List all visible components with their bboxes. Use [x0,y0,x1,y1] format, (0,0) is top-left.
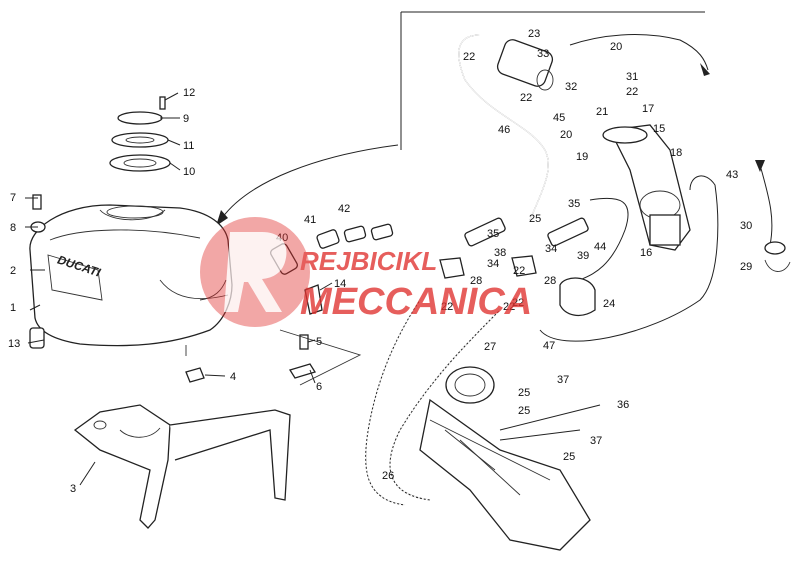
bracket-part [185,367,205,383]
watermark-line1: REJBICIKL [300,246,437,276]
pipe-part [343,225,367,243]
callout-label: 30 [740,220,752,232]
callout-label: 2 [10,265,16,277]
throttle-body [419,366,591,551]
callout-label: 5 [316,336,322,348]
callout-label: 22 [626,86,638,98]
reference-arrow [221,144,399,219]
callout-label: 13 [8,338,20,350]
callout-label: 10 [183,166,195,178]
sensor-part [764,241,786,255]
callout-label: 6 [316,381,322,393]
callout-label: 46 [498,124,510,136]
callout-label: 25 [563,451,575,463]
callout-label: 7 [10,192,16,204]
watermark-r-logo [224,232,287,312]
callout-label: 43 [726,169,738,181]
callout-label: 42 [338,203,350,215]
callout-label: 35 [487,228,499,240]
fuel-filter [496,39,554,91]
callout-label: 17 [642,103,654,115]
callout-label: 22 [520,92,532,104]
reference-arrowhead [216,210,228,226]
return-hose [579,197,629,281]
tank-cap-stack [109,96,171,172]
callout-label: 3 [70,483,76,495]
connector-part [316,229,340,249]
callout-label: 22 [463,51,475,63]
callout-label: 12 [183,87,195,99]
callout-leaders [25,92,333,486]
callout-label: 39 [577,250,589,262]
callout-label: 45 [553,112,565,124]
callout-label: 26 [382,470,394,482]
clip-part [288,363,317,379]
leader-lines [279,329,362,386]
callout-label: 9 [183,113,189,125]
pipe-part [370,223,394,241]
callout-label: 24 [603,298,615,310]
fuel-rail [499,429,581,441]
callout-label: 14 [334,278,346,290]
callout-label: 47 [543,340,555,352]
callout-label: 22 [441,301,453,313]
callout-label: 18 [670,147,682,159]
pressure-regulator [559,277,596,317]
drain-hose [539,175,719,342]
callout-label: 31 [626,71,638,83]
callout-label: 11 [183,140,194,152]
tank-support [73,404,291,529]
callout-label: 36 [617,399,629,411]
callout-label: 28 [470,275,482,287]
fuel-tank [29,204,233,356]
callout-label: 8 [10,222,16,234]
watermark-line2: MECCANICA [300,281,532,323]
callout-label: 35 [568,198,580,210]
callout-label: 33 [537,48,549,60]
callout-label: 20 [610,41,622,53]
plate-part [304,284,323,315]
watermark: REJBICIKL MECCANICA [200,217,532,327]
injector-part [464,217,506,247]
bolt-part [32,194,42,210]
fitting-part [439,257,465,279]
callout-label: 41 [304,214,316,226]
callout-label: 34 [487,258,499,270]
callout-label: 21 [596,106,608,118]
callout-label: 37 [590,435,602,447]
callout-label: 22 [503,301,515,313]
callout-label: 38 [494,247,506,259]
callout-label: 22 [513,265,525,277]
callout-label: 15 [653,123,665,135]
sensor-connector [764,259,791,272]
fuel-rail [499,404,601,431]
injector-part [547,217,589,247]
callout-label: 4 [230,371,236,383]
callout-label: 25 [518,387,530,399]
callout-label: 20 [560,129,572,141]
callout-label: 37 [557,374,569,386]
callout-label: 44 [594,241,606,253]
vent-hose [569,34,709,71]
callout-numbers: 1 2 3 4 5 6 7 8 9 10 11 12 13 14 15 16 1… [8,28,752,495]
callout-label: 22 [512,297,524,309]
callout-label: 27 [484,341,496,353]
sensor-cable [759,164,773,246]
callout-label: 23 [528,28,540,40]
rubber-pad-part [29,327,45,349]
fuel-pump-assembly [602,124,691,251]
callout-label: 34 [545,243,557,255]
callout-label: 32 [565,81,577,93]
callout-label: 1 [10,302,16,314]
braided-hose [365,299,421,506]
callout-label: 19 [576,151,588,163]
fitting-part [511,255,537,277]
callout-label: 16 [640,247,652,259]
callout-label: 25 [529,213,541,225]
callout-label: 25 [518,405,530,417]
callout-label: 28 [544,275,556,287]
callout-label: 29 [740,261,752,273]
